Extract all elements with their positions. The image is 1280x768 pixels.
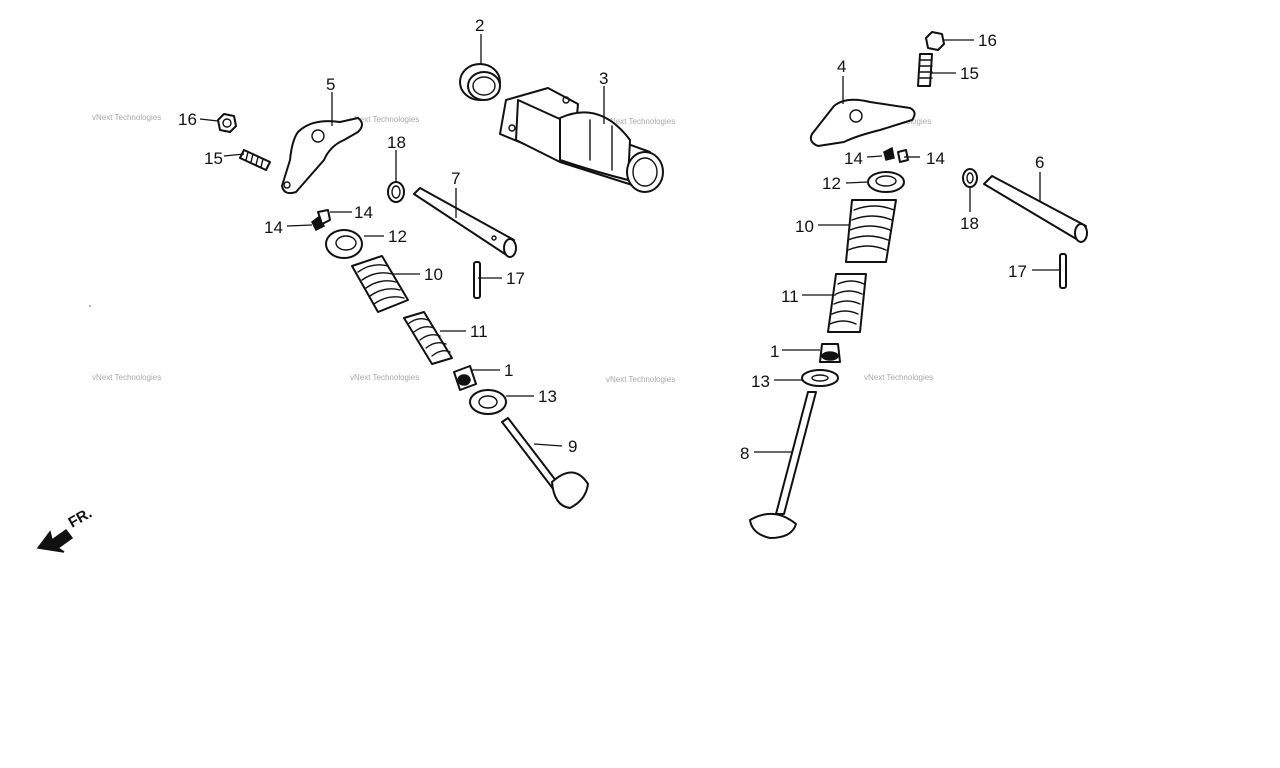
callout-9: 9 [568, 437, 577, 456]
valve-stem-seal-part-1-left [453, 365, 477, 391]
callout-15-left: 15 [204, 149, 223, 168]
outer-valve-spring-part-10-left [351, 255, 409, 313]
callout-18-left: 18 [387, 133, 406, 152]
inner-valve-spring-part-11-left [403, 311, 453, 365]
callout-16-right: 16 [978, 31, 997, 50]
stray-dot [89, 305, 91, 307]
front-arrow-icon [36, 528, 74, 553]
adjusting-screw-part-15-right [917, 53, 933, 87]
callout-2: 2 [475, 16, 484, 35]
rocker-shaft-part-7 [413, 187, 517, 258]
callout-17-left: 17 [506, 269, 525, 288]
callout-14-left-a: 14 [354, 203, 373, 222]
o-ring-part-18-right [962, 168, 978, 188]
callout-3: 3 [599, 69, 608, 88]
watermark: vNext Technologies [864, 373, 933, 382]
spring-seat-part-13-left [469, 389, 507, 415]
callout-5: 5 [326, 75, 335, 94]
callout-11-right: 11 [781, 287, 799, 306]
callout-14-right-b: 14 [926, 149, 945, 168]
exhaust-valve-part-9 [501, 417, 589, 509]
callout-12-right: 12 [822, 174, 841, 193]
watermark: vNext Technologies [606, 117, 675, 126]
spring-seat-part-13-right [801, 369, 839, 387]
callout-16-left: 16 [178, 110, 197, 129]
callout-13-right: 13 [751, 372, 770, 391]
watermark: vNext Technologies [606, 375, 675, 384]
spring-retainer-part-12-right [867, 171, 905, 193]
front-direction-marker: FR. [36, 505, 95, 553]
callout-1-right: 1 [770, 342, 779, 361]
valve-cotter-part-14-left [311, 209, 331, 232]
callout-7: 7 [451, 169, 460, 188]
lock-nut-part-16-right [925, 31, 945, 51]
callout-18-right: 18 [960, 214, 979, 233]
rocker-arm-part-5 [281, 117, 363, 195]
dowel-pin-part-17-right [1059, 253, 1067, 289]
leader-lines [199, 34, 1060, 453]
callout-13-left: 13 [538, 387, 557, 406]
o-ring-part-18-left [387, 181, 405, 203]
watermark: vNext Technologies [92, 373, 161, 382]
lock-nut-part-16-left [217, 113, 237, 133]
intake-valve-part-8 [749, 391, 817, 539]
outer-valve-spring-part-10-right [845, 199, 897, 263]
valve-cotter-part-14-right [883, 146, 909, 163]
watermark: vNext Technologies [350, 373, 419, 382]
adjusting-screw-part-15-left [239, 149, 271, 171]
valve-stem-seal-part-1-right [819, 343, 841, 363]
callout-12-left: 12 [388, 227, 407, 246]
inner-valve-spring-part-11-right [827, 273, 867, 333]
callout-10-right: 10 [795, 217, 814, 236]
callout-1-left: 1 [504, 361, 513, 380]
callout-14-left-b: 14 [264, 218, 283, 237]
callout-labels: 2 3 5 16 15 18 7 14 14 12 10 17 11 1 13 … [178, 16, 1044, 463]
rocker-shaft-part-6 [983, 175, 1088, 243]
callout-15-right: 15 [960, 64, 979, 83]
rocker-arm-part-4 [809, 98, 916, 147]
camshaft-cap-part [459, 63, 501, 101]
callout-17-right: 17 [1008, 262, 1027, 281]
front-label: FR. [66, 505, 95, 532]
callout-6: 6 [1035, 153, 1044, 172]
callout-4: 4 [837, 57, 846, 76]
callout-10-left: 10 [424, 265, 443, 284]
dowel-pin-part-17-left [473, 261, 481, 299]
watermark: vNext Technologies [350, 115, 419, 124]
watermark: vNext Technologies [92, 113, 161, 122]
spring-retainer-part-12-left [325, 229, 363, 259]
camshaft-part [499, 87, 664, 193]
callout-8: 8 [740, 444, 749, 463]
callout-14-right-a: 14 [844, 149, 863, 168]
callout-11-left: 11 [470, 322, 488, 341]
